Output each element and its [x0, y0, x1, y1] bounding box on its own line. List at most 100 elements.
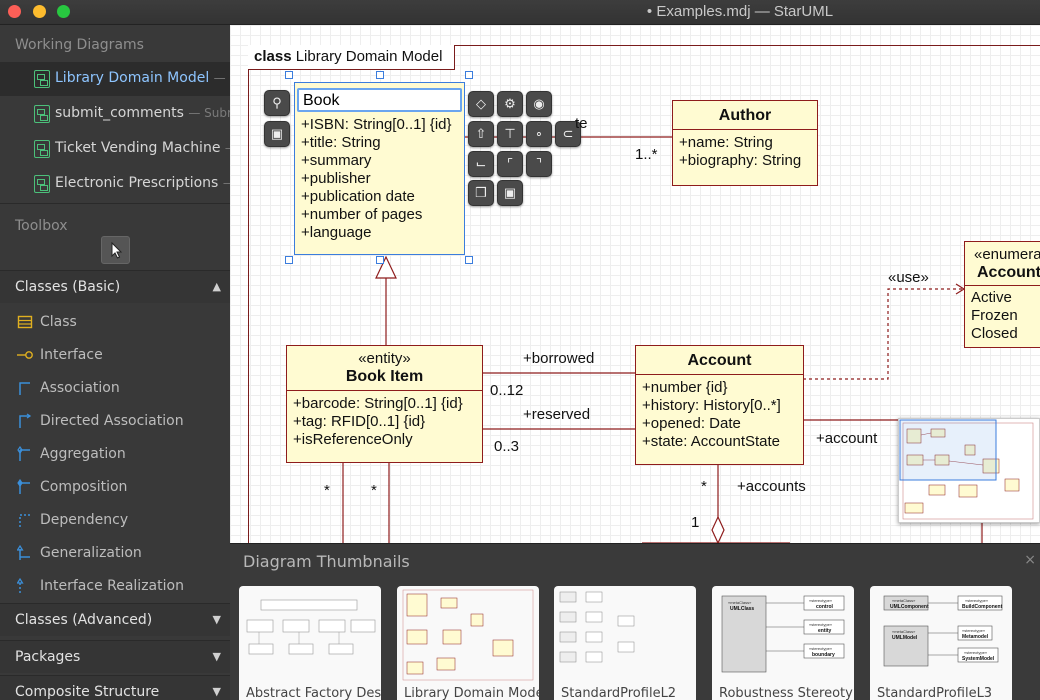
add-aggregated-class-button[interactable]: ⌜ [497, 151, 523, 177]
svg-text:«stereotype»: «stereotype» [809, 622, 833, 627]
section-classes-basic[interactable]: Classes (Basic) ▲ [0, 270, 230, 303]
close-icon[interactable]: × [1024, 552, 1036, 568]
svg-text:BuildComponent: BuildComponent [962, 604, 1003, 610]
attribute: +summary [301, 152, 372, 169]
svg-text:«stereotype»: «stereotype» [964, 650, 988, 655]
tool-label: Interface [40, 347, 103, 363]
svg-text:UMLClass: UMLClass [730, 606, 754, 612]
attribute: +barcode: String[0..1] {id} [293, 395, 463, 412]
pointer-tool-button[interactable] [101, 236, 130, 264]
attribute: +biography: String [679, 152, 802, 169]
sidebar: Working Diagrams Library Domain Model — … [0, 25, 230, 700]
multiplicity-label: 0..12 [490, 382, 524, 399]
working-diagram-library-domain-model[interactable]: Library Domain Model — Lib [0, 62, 230, 96]
working-diagram-ticket-vending-machine[interactable]: Ticket Vending Machine — T [0, 132, 230, 166]
multiplicity-label: 1 [691, 514, 700, 531]
working-diagram-sub: — Lib [213, 71, 230, 85]
add-nested-class-button[interactable]: ❒ [468, 180, 494, 206]
zoom-window-button[interactable] [57, 5, 70, 18]
class-account[interactable]: Account +number {id} +history: History[0… [635, 345, 804, 465]
thumbnail-robustness-stereotype[interactable]: «metaClass» UMLClass «stereotype» contro… [712, 586, 854, 700]
add-required-interface-button[interactable]: ⊂ [555, 121, 581, 147]
attribute: +state: AccountState [642, 433, 781, 450]
attribute: +publication date [301, 188, 415, 205]
multiplicity-label: * [371, 482, 377, 499]
thumbnail-label: StandardProfileL3 [877, 686, 993, 700]
operation-button[interactable]: ◉ [526, 91, 552, 117]
thumbnail-preview: «metaClass» UMLClass «stereotype» contro… [721, 595, 845, 673]
class-name-editor[interactable]: Book [297, 88, 462, 112]
tool-directed-association[interactable]: Directed Association [0, 405, 230, 438]
add-composited-class-button[interactable]: ⌝ [526, 151, 552, 177]
tool-interface-realization[interactable]: Interface Realization [0, 570, 230, 603]
section-composite-structure[interactable]: Composite Structure ▼ [0, 675, 230, 700]
settings-button[interactable]: ⚙ [497, 91, 523, 117]
class-name: Author [673, 101, 817, 130]
class-book-item[interactable]: «entity» Book Item +barcode: String[0..1… [286, 345, 483, 463]
multiplicity-label: 0..3 [494, 438, 520, 455]
thumbnail-abstract-factory-design[interactable]: Abstract Factory Design [239, 586, 381, 700]
attribute: +number of pages [301, 206, 423, 223]
tool-class[interactable]: Class [0, 306, 230, 339]
section-packages[interactable]: Packages ▼ [0, 640, 230, 673]
svg-text:Metamodel: Metamodel [962, 634, 989, 640]
tool-label: Composition [40, 479, 128, 495]
class-book[interactable]: Book +ISBN: String[0..1] {id} +title: St… [294, 82, 465, 255]
add-associated-class-button[interactable]: ⌙ [468, 151, 494, 177]
svg-text:UMLComponent: UMLComponent [890, 604, 929, 610]
tool-aggregation[interactable]: Aggregation [0, 438, 230, 471]
tool-association[interactable]: Association [0, 372, 230, 405]
aggregation-icon [17, 446, 30, 461]
tool-composition[interactable]: Composition [0, 471, 230, 504]
attribute: +opened: Date [642, 415, 741, 432]
resize-handle[interactable] [376, 71, 384, 79]
attribute: +ISBN: String[0..1] {id} [301, 116, 452, 133]
interface-icon [17, 351, 33, 359]
resize-handle[interactable] [285, 71, 293, 79]
tool-label: Generalization [40, 545, 142, 561]
tool-generalization[interactable]: Generalization [0, 537, 230, 570]
role-label: +accounts [737, 478, 806, 495]
sidebar-divider [0, 203, 230, 204]
section-label: Classes (Basic) [15, 279, 121, 295]
add-port-button[interactable]: ▣ [497, 180, 523, 206]
tool-label: Interface Realization [40, 578, 184, 594]
close-window-button[interactable] [8, 5, 21, 18]
class-diagram-icon [34, 105, 50, 123]
add-sub-class-button[interactable]: ⊤ [497, 121, 523, 147]
resize-handle[interactable] [376, 256, 384, 264]
resize-handle[interactable] [285, 256, 293, 264]
show-compartment-button[interactable]: ▣ [264, 121, 290, 147]
working-diagram-electronic-prescriptions[interactable]: Electronic Prescriptions — E [0, 167, 230, 201]
attribute: +tag: RFID[0..1] {id} [293, 413, 426, 430]
thumbnail-library-domain-model[interactable]: Library Domain Model [397, 586, 539, 700]
thumbnail-label: StandardProfileL2 [561, 686, 677, 700]
enumeration-account-state[interactable]: «enumera AccountS Active Frozen Closed [964, 241, 1040, 348]
thumbnail-standard-profile-l2[interactable]: StandardProfileL2 [554, 586, 696, 700]
resize-handle[interactable] [465, 256, 473, 264]
add-super-class-button[interactable]: ⇧ [468, 121, 494, 147]
title-bar: • Examples.mdj — StarUML [0, 0, 1040, 25]
aggregated-class-icon: ⌜ [506, 156, 514, 171]
tool-interface[interactable]: Interface [0, 339, 230, 372]
tool-dependency[interactable]: Dependency [0, 504, 230, 537]
expand-arrow-icon: ▼ [212, 685, 221, 698]
tool-label: Aggregation [40, 446, 126, 462]
diagram-canvas[interactable]: class Library Domain Model Book +ISBN: S… [230, 25, 1040, 543]
add-provided-interface-button[interactable]: ∘ [526, 121, 552, 147]
role-label: +borrowed [523, 350, 595, 367]
thumbnail-standard-profile-l3[interactable]: «metaClass» UMLComponent «stereotype» Bu… [870, 586, 1012, 700]
class-author[interactable]: Author +name: String +biography: String [672, 100, 818, 186]
class-diagram-icon [34, 140, 50, 158]
minimap[interactable] [898, 418, 1040, 523]
svg-text:«metaClass»: «metaClass» [892, 598, 916, 603]
minimize-window-button[interactable] [33, 5, 46, 18]
eraser-button[interactable]: ◇ [468, 91, 494, 117]
working-diagram-submit-comments[interactable]: submit_comments — Submit [0, 97, 230, 131]
svg-text:control: control [816, 604, 834, 610]
resize-handle[interactable] [465, 71, 473, 79]
section-classes-advanced[interactable]: Classes (Advanced) ▼ [0, 603, 230, 636]
working-diagram-label: Ticket Vending Machine [55, 140, 221, 156]
plus-pin-icon: ⚲ [272, 95, 282, 110]
add-attribute-button[interactable]: ⚲ [264, 90, 290, 116]
